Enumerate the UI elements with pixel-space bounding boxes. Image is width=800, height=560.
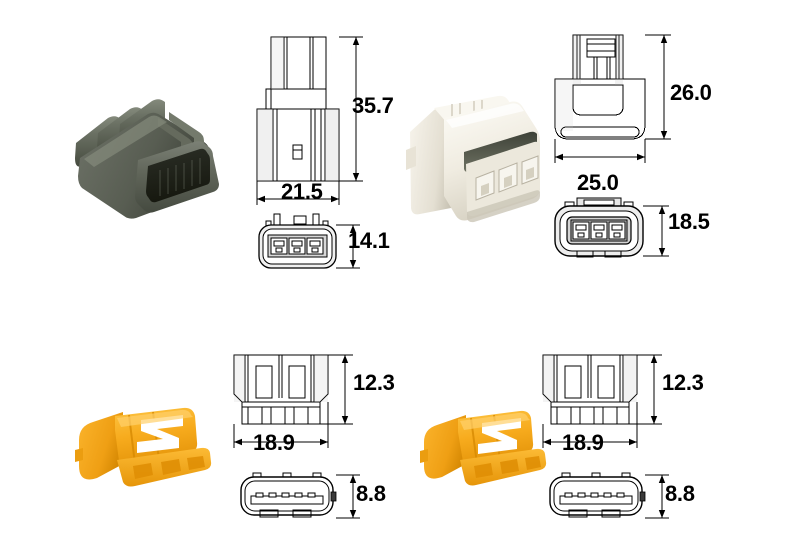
female-height-dimension: 26.0 (670, 80, 712, 105)
retainer-right-front-height-dimension: 8.8 (665, 481, 695, 506)
orange-retainer-photo-right (408, 406, 548, 496)
retainer-left-front-height-dimension: 8.8 (356, 481, 386, 506)
male-front-view-drawing (256, 212, 360, 274)
female-side-view-drawing (549, 31, 671, 171)
retainer-right-side-view-drawing (540, 352, 662, 448)
female-front-view-drawing (551, 196, 669, 266)
retainer-left-side-view-drawing (231, 352, 353, 448)
retainer-left-width-dimension: 18.9 (253, 430, 295, 455)
retainer-right-width-dimension: 18.9 (562, 430, 604, 455)
female-connector-photo (404, 92, 544, 227)
orange-retainer-photo-left (57, 404, 217, 499)
retainer-left-height-dimension: 12.3 (353, 370, 395, 395)
female-width-dimension: 25.0 (577, 170, 619, 195)
male-front-height-dimension: 14.1 (348, 228, 390, 253)
retainer-right-height-dimension: 12.3 (662, 370, 704, 395)
female-front-height-dimension: 18.5 (668, 209, 710, 234)
retainer-right-front-view-drawing (545, 472, 669, 527)
male-height-dimension: 35.7 (352, 93, 394, 118)
retainer-left-front-view-drawing (236, 472, 360, 527)
male-side-view-drawing (255, 33, 363, 205)
male-width-dimension: 21.5 (281, 179, 323, 204)
male-connector-photo (72, 96, 222, 221)
